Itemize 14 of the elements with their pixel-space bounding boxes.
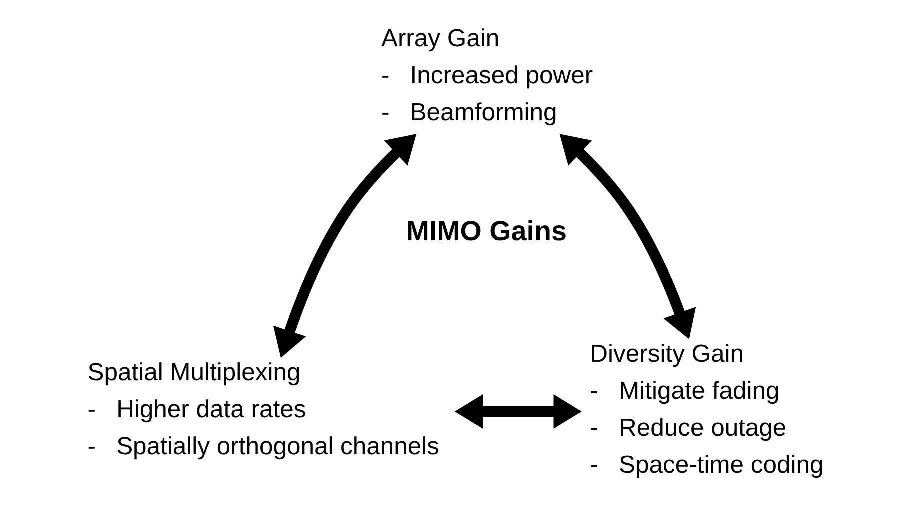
node-label: - Reduce outage bbox=[590, 415, 787, 442]
node-label: - Higher data rates bbox=[88, 396, 306, 424]
label: MIMO Gains bbox=[406, 216, 567, 247]
node-text: Diversity Gain bbox=[590, 340, 744, 368]
arrow bbox=[454, 394, 582, 429]
node-text: Spatial Multiplexing bbox=[88, 359, 301, 386]
node-text: Array Gain bbox=[381, 26, 500, 53]
arrow bbox=[273, 134, 417, 358]
node-label: - Increased power bbox=[381, 62, 594, 90]
node-label: - Space-time coding bbox=[590, 452, 824, 480]
node-label: - Spatially orthogonal channels bbox=[88, 434, 440, 461]
arrow bbox=[560, 134, 696, 340]
node-label: - Mitigate fading bbox=[590, 378, 780, 406]
node-label: - Beamforming bbox=[381, 100, 558, 127]
